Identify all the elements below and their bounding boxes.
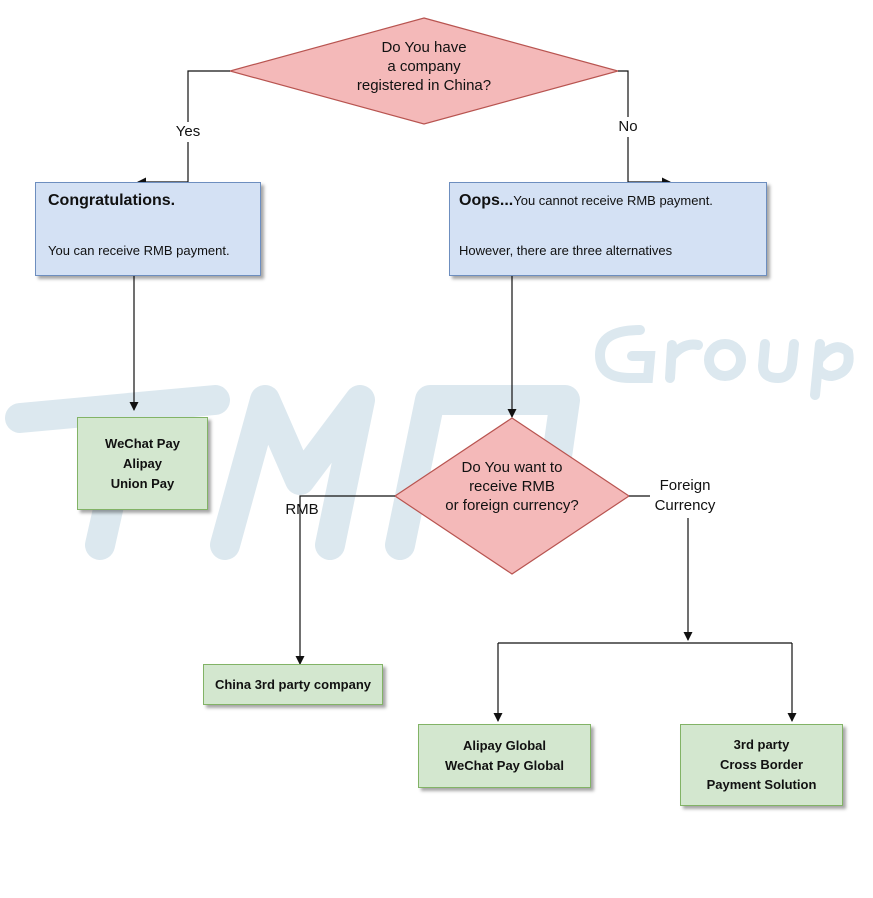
label-no: No xyxy=(610,117,646,137)
result-line: 3rd party xyxy=(733,737,790,752)
result-text: 3rd party Cross Border Payment Solution xyxy=(707,735,817,795)
info-box-oops: Oops...You cannot receive RMB payment. H… xyxy=(449,182,767,276)
info-body: However, there are three alternatives xyxy=(459,243,673,258)
decision-currency-line: Do You want to xyxy=(461,459,563,476)
decision-company-text: Do You have a company registered in Chin… xyxy=(304,38,544,95)
result-line: WeChat Pay Global xyxy=(445,758,564,773)
decision-diamond-currency xyxy=(393,417,631,575)
result-text: Alipay Global WeChat Pay Global xyxy=(445,736,564,776)
result-china-3rd-party: China 3rd party company xyxy=(203,664,383,705)
result-china-wallets: WeChat Pay Alipay Union Pay xyxy=(77,417,208,510)
result-line: Union Pay xyxy=(110,475,175,491)
decision-currency-text: Do You want to receive RMB or foreign cu… xyxy=(412,458,612,515)
label-foreign-currency: Foreign Currency xyxy=(640,476,730,516)
decision-company-line: Do You have xyxy=(381,39,467,56)
info-title-suffix: You cannot receive RMB payment. xyxy=(513,193,713,208)
info-box-congratulations: Congratulations. You can receive RMB pay… xyxy=(35,182,261,276)
result-line: Cross Border xyxy=(719,757,804,772)
info-title-row: Oops...You cannot receive RMB payment. xyxy=(459,192,713,210)
decision-currency-line: or foreign currency? xyxy=(445,497,579,514)
info-body: You can receive RMB payment. xyxy=(48,243,230,258)
result-global-wallets: Alipay Global WeChat Pay Global xyxy=(418,724,591,788)
result-line: Alipay Global xyxy=(462,738,547,753)
decision-company-line: a company xyxy=(387,58,461,75)
result-line: WeChat Pay xyxy=(105,435,180,451)
result-line: Payment Solution xyxy=(706,777,817,792)
decision-company-line: registered in China? xyxy=(356,77,492,94)
decision-diamond-company xyxy=(227,17,621,125)
info-title: Congratulations. xyxy=(48,192,176,209)
label-yes: Yes xyxy=(168,122,208,142)
label-rmb: RMB xyxy=(285,501,319,518)
result-cross-border: 3rd party Cross Border Payment Solution xyxy=(680,724,843,806)
decision-currency-line: receive RMB xyxy=(469,478,555,495)
label-foreign-line: Foreign xyxy=(659,477,711,494)
result-line: China 3rd party company xyxy=(214,676,372,692)
info-title: Oops... xyxy=(459,192,514,209)
result-line: Alipay xyxy=(122,455,162,471)
result-text: WeChat Pay Alipay Union Pay xyxy=(105,434,180,494)
edge-rmb xyxy=(295,495,395,665)
label-foreign-line: Currency xyxy=(654,497,716,514)
